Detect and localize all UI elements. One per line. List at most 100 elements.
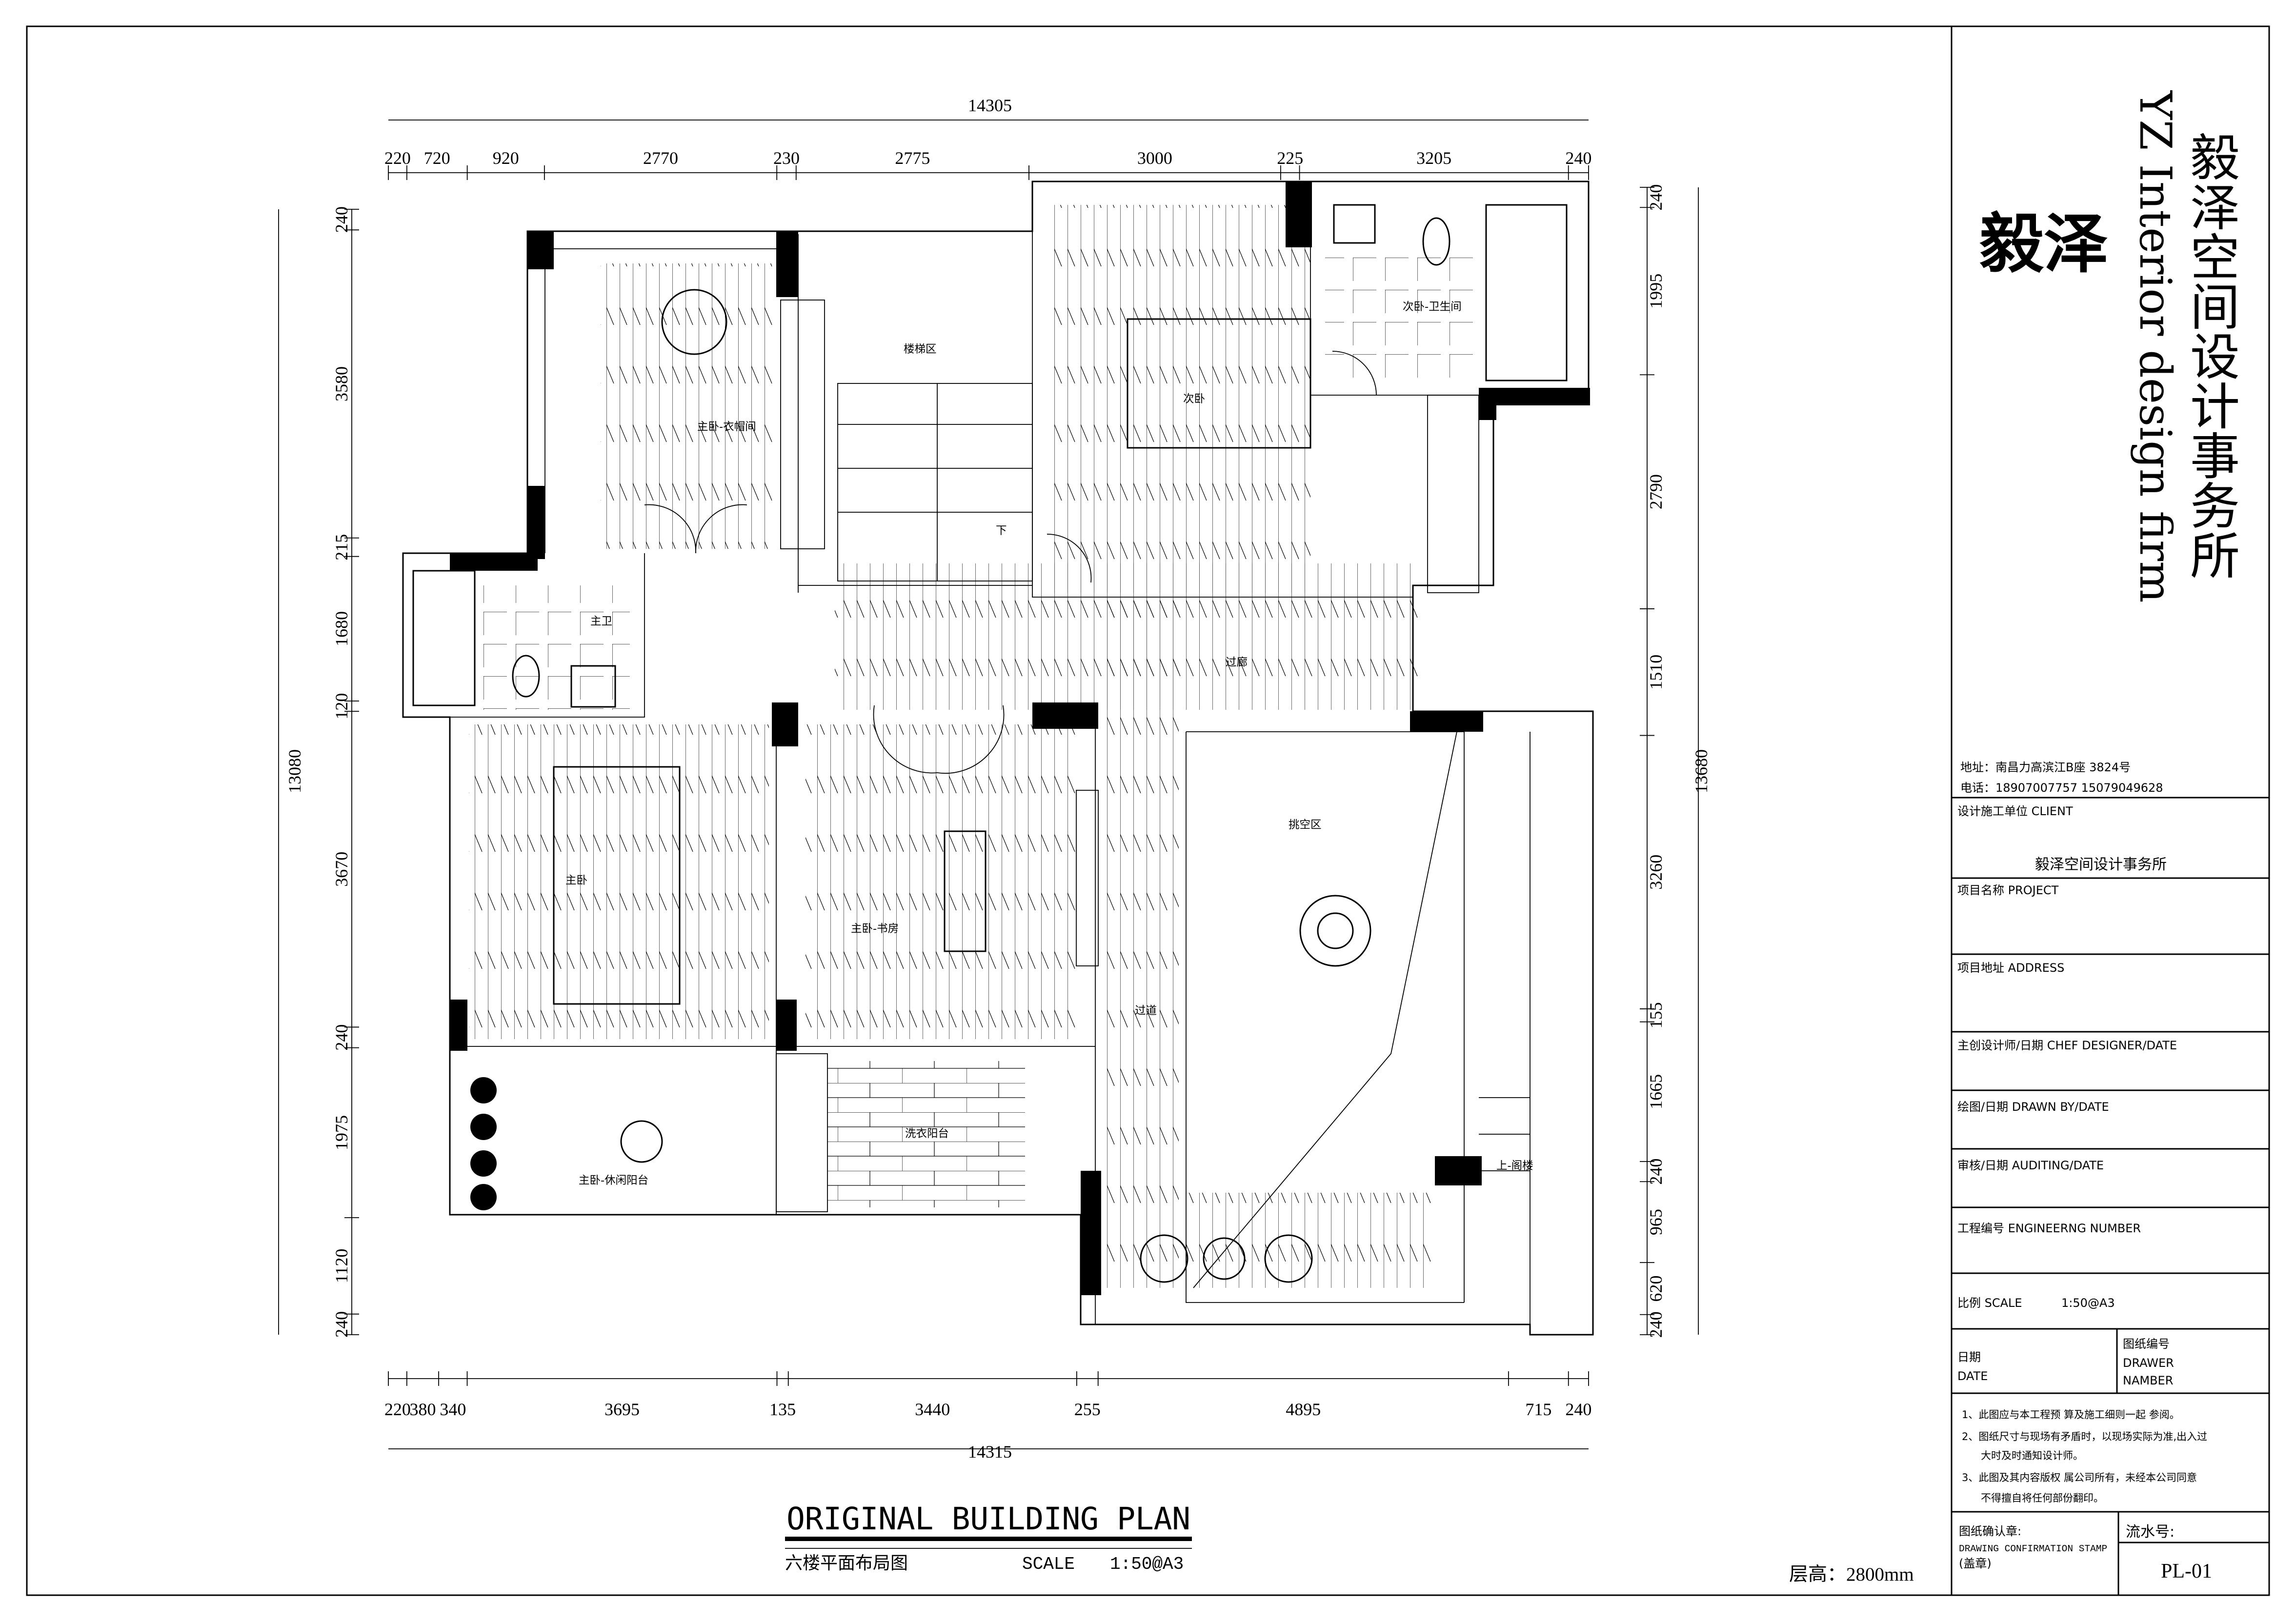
round-rug-icon: [661, 289, 727, 355]
dim-left-total: 13080: [285, 749, 304, 793]
dim-label: 3000: [1137, 148, 1172, 168]
dim-label: 240: [332, 1311, 351, 1338]
room-label-aisle: 过道: [1135, 1004, 1157, 1017]
note-2: 2、图纸尺寸与现场有矛盾时，以现场实际为准,出入过: [1962, 1431, 2207, 1443]
firm-name-cn: 毅泽空间设计事务所: [2182, 132, 2240, 580]
dim-label: 120: [332, 693, 351, 720]
date-label-en: DATE: [1957, 1369, 1988, 1383]
note-1: 1、此图应与本工程预 算及施工细则一起 参阅。: [1962, 1409, 2180, 1421]
toilet-icon: [512, 655, 540, 698]
stamp-label-cn: 图纸确认章:: [1959, 1524, 2021, 1538]
closet-cabinet: [780, 300, 825, 549]
master-bed: [553, 766, 681, 1005]
client-value: 毅泽空间设计事务所: [2035, 856, 2167, 873]
dim-label: 240: [1565, 1400, 1591, 1419]
dim-label: 1975: [332, 1115, 351, 1150]
dim-label: 3205: [1416, 148, 1451, 168]
dim-label: 1665: [1646, 1074, 1666, 1109]
drawing-no-label-en2: NAMBER: [2123, 1374, 2173, 1387]
dim-label: 920: [493, 148, 519, 168]
title-underline: [785, 1537, 1192, 1541]
dim-label: 240: [1646, 1159, 1666, 1185]
inner-wall-line: [403, 181, 1531, 1324]
dim-label: 3440: [915, 1400, 950, 1419]
date-label-cn: 日期: [1957, 1350, 1981, 1364]
floor-laundry: [827, 1061, 1025, 1207]
floor-height: 层高：2800mm: [1789, 1564, 1914, 1585]
dim-label: 155: [1646, 1002, 1666, 1028]
bathtub-icon: [412, 570, 476, 706]
dim-label: 4895: [1286, 1400, 1321, 1419]
sink-icon: [570, 665, 616, 708]
room-label-attic: 上-阁楼: [1496, 1160, 1533, 1172]
floor-bath2: [1325, 249, 1479, 381]
dim-label: 3260: [1646, 855, 1666, 890]
dim-right-total: 13680: [1692, 749, 1711, 793]
dim-bottom-total: 14315: [968, 1442, 1012, 1462]
room-label-corridor: 过廊: [1226, 656, 1248, 669]
drawing-title-cn: 六楼平面布局图: [785, 1553, 908, 1573]
serial-label: 流水号:: [2126, 1523, 2175, 1541]
dim-label: 340: [440, 1400, 466, 1419]
dim-label: 720: [424, 148, 450, 168]
dim-label: 380: [409, 1400, 436, 1419]
plant-icon: [470, 1114, 497, 1140]
designer-label: 主创设计师/日期 CHEF DESIGNER/DATE: [1957, 1039, 2177, 1052]
table-icon: [1203, 1237, 1246, 1280]
chair-icon: [1264, 1234, 1313, 1283]
room-label-bedroom2: 次卧: [1183, 393, 1205, 405]
note-3: 3、此图及其内容版权 属公司所有，未经本公司同意: [1962, 1472, 2197, 1483]
dim-label: 2770: [643, 148, 678, 168]
dim-label: 1995: [1646, 274, 1666, 309]
room-label-master: 主卧: [565, 874, 587, 887]
plant-icon: [470, 1077, 497, 1103]
chair-icon: [1140, 1234, 1188, 1283]
floor-terrace: [1186, 1193, 1435, 1288]
study-desk: [944, 830, 987, 952]
dim-label: 230: [773, 148, 800, 168]
logo: 毅泽: [1979, 206, 2108, 282]
chandelier-icon: [1299, 895, 1371, 967]
dim-label: 240: [332, 1024, 351, 1051]
firm-address: 地址：南昌力高滨江B座 3824号: [1960, 761, 2131, 774]
floor-closet: [601, 263, 776, 549]
dim-label: 3580: [332, 366, 351, 401]
dim-label: 220: [384, 1400, 411, 1419]
firm-phone: 电话：18907007757 15079049628: [1960, 781, 2163, 795]
structural-columns: [450, 181, 1590, 1295]
dim-top-total: 14305: [968, 96, 1012, 115]
dim-label: 3670: [332, 852, 351, 887]
dim-label: 965: [1646, 1209, 1666, 1235]
stamp-label-en: DRAWING CONFIRMATION STAMP: [1959, 1543, 2107, 1554]
sink-icon: [1333, 204, 1376, 244]
room-label-stair: 楼梯区: [904, 343, 937, 356]
study-cabinet: [1076, 790, 1099, 966]
scale-value: 1:50@A3: [2061, 1296, 2115, 1310]
room-label-void: 挑空区: [1289, 819, 1322, 831]
void-diagonal: [1193, 731, 1457, 1288]
sheet-border: [26, 25, 2270, 1596]
engineering-label: 工程编号 ENGINEERNG NUMBER: [1957, 1222, 2141, 1235]
dim-label: 1120: [332, 1249, 351, 1283]
dim-label: 220: [384, 148, 411, 168]
drawn-by-label: 绘图/日期 DRAWN BY/DATE: [1957, 1100, 2109, 1114]
plant-icon: [470, 1150, 497, 1177]
drawing-no-label-en1: DRAWER: [2123, 1356, 2174, 1370]
floor-master: [469, 724, 769, 1039]
door-swing[interactable]: [644, 351, 1377, 774]
room-label-balcony: 主卧-休闲阳台: [579, 1174, 648, 1187]
floor-aisle: [1106, 600, 1179, 1288]
plant-icon: [470, 1184, 497, 1210]
drawing-scale-value: 1:50@A3: [1110, 1554, 1184, 1574]
note-2b: 大时及时通知设计师。: [1981, 1450, 2083, 1462]
balcony-cabinet: [776, 1053, 828, 1212]
room-label-down: 下: [996, 524, 1007, 537]
dim-label: 3695: [604, 1400, 640, 1419]
scale-label: 比例 SCALE: [1957, 1296, 2022, 1310]
dim-label: 715: [1525, 1400, 1551, 1419]
room-label-closet: 主卧-衣帽间: [697, 421, 756, 433]
dim-label: 240: [1646, 1311, 1666, 1338]
dim-label: 255: [1074, 1400, 1101, 1419]
chandelier-core-icon: [1317, 912, 1354, 949]
